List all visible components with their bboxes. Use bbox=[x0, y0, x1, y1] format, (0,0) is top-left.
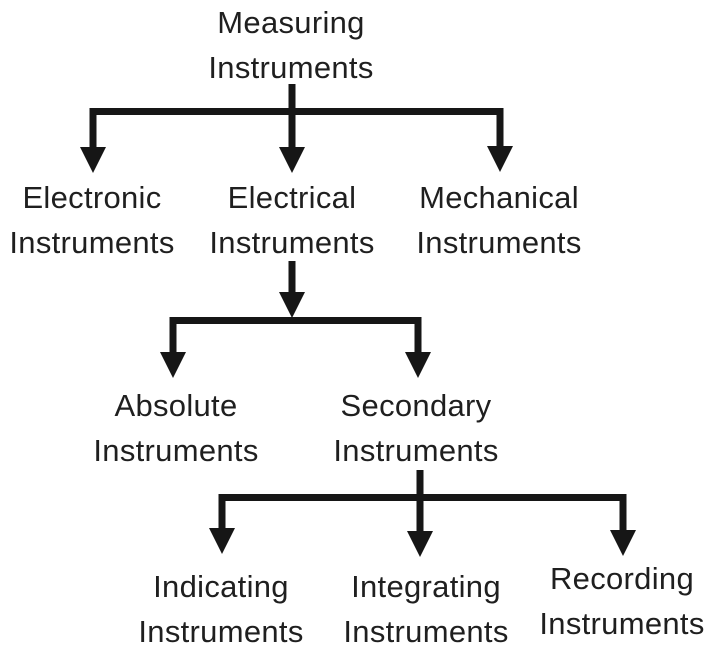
node-absolute-instruments: Absolute Instruments bbox=[93, 383, 258, 473]
arrow-down-icon bbox=[279, 147, 305, 173]
arrow-down-icon bbox=[209, 528, 235, 554]
node-label-line: Instruments bbox=[9, 225, 175, 260]
node-label-line: Instruments bbox=[93, 433, 259, 468]
node-label-line: Instruments bbox=[208, 50, 374, 85]
node-electrical-instruments: Electrical Instruments bbox=[209, 175, 374, 265]
node-label-line: Integrating bbox=[351, 569, 501, 604]
arrow-down-icon bbox=[487, 146, 513, 172]
node-label-line: Mechanical bbox=[419, 180, 579, 215]
arrow-down-icon bbox=[610, 530, 636, 556]
node-label-line: Instruments bbox=[343, 614, 509, 649]
arrow-down-icon bbox=[80, 147, 106, 173]
arrow-down-icon bbox=[160, 352, 186, 378]
node-label-line: Instruments bbox=[539, 606, 705, 641]
node-label-line: Instruments bbox=[333, 433, 499, 468]
node-label-line: Electrical bbox=[227, 180, 357, 215]
node-indicating-instruments: Indicating Instruments bbox=[138, 564, 303, 652]
node-label-line: Recording bbox=[549, 561, 694, 596]
node-measuring-instruments: Measuring Instruments bbox=[208, 0, 373, 90]
node-label-line: Electronic bbox=[22, 180, 162, 215]
arrow-down-icon bbox=[405, 352, 431, 378]
node-label-line: Instruments bbox=[416, 225, 582, 260]
node-label-line: Measuring bbox=[217, 5, 365, 40]
branch-measuring bbox=[80, 84, 513, 173]
node-secondary-instruments: Secondary Instruments bbox=[333, 383, 498, 473]
arrow-down-icon bbox=[279, 292, 305, 318]
arrow-down-icon bbox=[407, 531, 433, 557]
node-label-line: Instruments bbox=[138, 614, 304, 649]
node-electronic-instruments: Electronic Instruments bbox=[9, 175, 174, 265]
node-label-line: Absolute bbox=[114, 388, 238, 423]
node-recording-instruments: Recording Instruments bbox=[539, 556, 704, 646]
branch-electrical bbox=[160, 261, 431, 378]
node-label-line: Indicating bbox=[153, 569, 289, 604]
node-label-line: Instruments bbox=[209, 225, 375, 260]
branch-secondary bbox=[209, 470, 636, 557]
node-mechanical-instruments: Mechanical Instruments bbox=[416, 175, 581, 265]
node-integrating-instruments: Integrating Instruments bbox=[343, 564, 508, 652]
node-label-line: Secondary bbox=[340, 388, 492, 423]
